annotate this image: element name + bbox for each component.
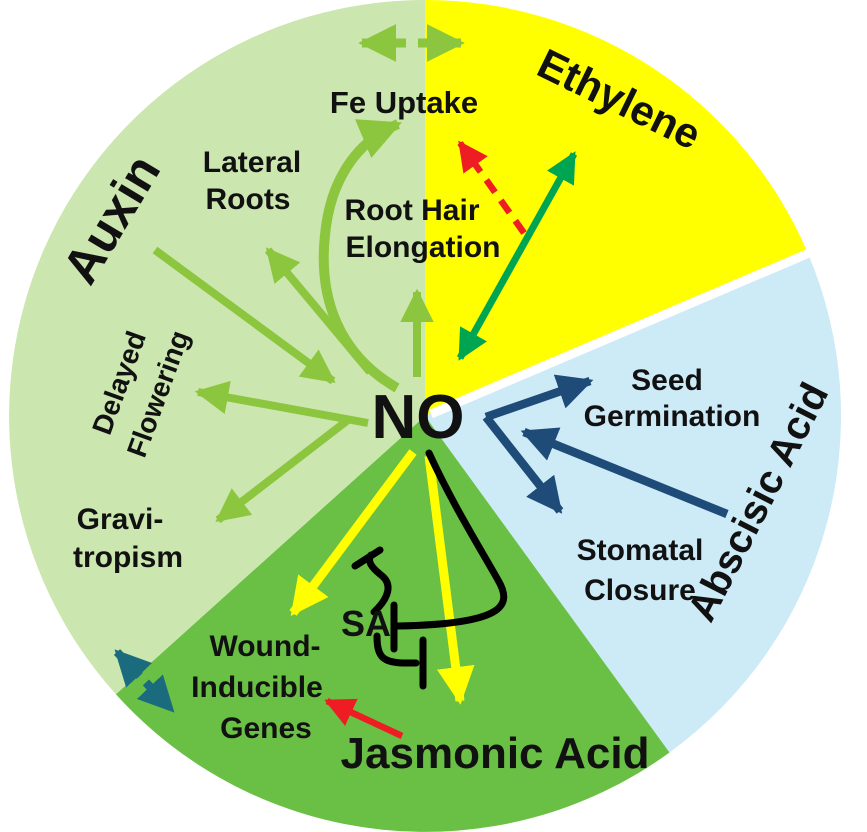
no-to-wound-genes-yellow-arrow — [289, 449, 417, 617]
label-lateral-roots-line2: Roots — [206, 183, 291, 216]
no-to-stomatal-closure-arrow — [482, 414, 564, 514]
label-stomatal-closure-line1: Stomatal — [577, 534, 704, 567]
sa-inhibition-lines — [351, 449, 508, 690]
label-root-hair-line2: Elongation — [346, 231, 501, 264]
no-to-fe-uptake-curved-arrow — [318, 119, 402, 393]
auxin-to-no-arrow — [152, 246, 336, 385]
jasmonic-arrows — [113, 449, 475, 739]
label-fe-uptake: Fe Uptake — [330, 85, 478, 120]
no-to-gravitropism-arrow — [215, 416, 351, 524]
sector-gap-ethylene-aba — [429, 249, 810, 419]
label-gravitropism-line1: Gravi- — [77, 503, 164, 536]
sector-label-jasmonic-acid: Jasmonic Acid — [341, 729, 650, 778]
label-wound-genes-line3: Genes — [220, 712, 312, 745]
aba-arrows — [482, 374, 729, 518]
sa-to-ja-pathway-inhibition-curve — [373, 632, 420, 667]
jasmonic-to-wound-genes-red-arrow — [324, 698, 404, 739]
label-seed-germination-line2: Germination — [584, 400, 761, 433]
label-stomatal-closure-line2: Closure — [584, 574, 696, 607]
center-label-no: NO — [372, 383, 465, 452]
ethylene-to-fe-uptake-dashed-red-arrow — [457, 140, 527, 235]
no-ethylene-double-arrow — [456, 151, 578, 361]
label-wound-genes-line2: Inducible — [191, 671, 323, 704]
label-wound-genes-line1: Wound- — [209, 630, 320, 663]
no-to-delayed-flowering-arrow — [194, 380, 369, 427]
label-root-hair-line1: Root Hair — [345, 194, 480, 227]
no-to-seed-germination-arrow — [484, 374, 594, 422]
label-sa: SA — [341, 603, 391, 644]
auxin-arrows — [152, 24, 465, 524]
auxin-jasmonic-crosstalk-teal-dashed-arrow — [113, 649, 176, 713]
ethylene-arrows — [456, 140, 578, 361]
no-to-jasmonic-acid-yellow-arrow — [424, 455, 475, 705]
label-lateral-roots-line1: Lateral — [203, 146, 301, 179]
sector-abscisic-acid — [425, 253, 842, 753]
no-to-sa-inhibition-curve — [394, 449, 508, 630]
aba-to-no-arrow — [520, 427, 729, 518]
label-seed-germination-line1: Seed — [631, 364, 703, 397]
sa-to-wound-pathway-inhibition-tbar — [351, 546, 384, 570]
sector-auxin — [9, 0, 425, 695]
label-gravitropism-line2: tropism — [73, 541, 183, 574]
